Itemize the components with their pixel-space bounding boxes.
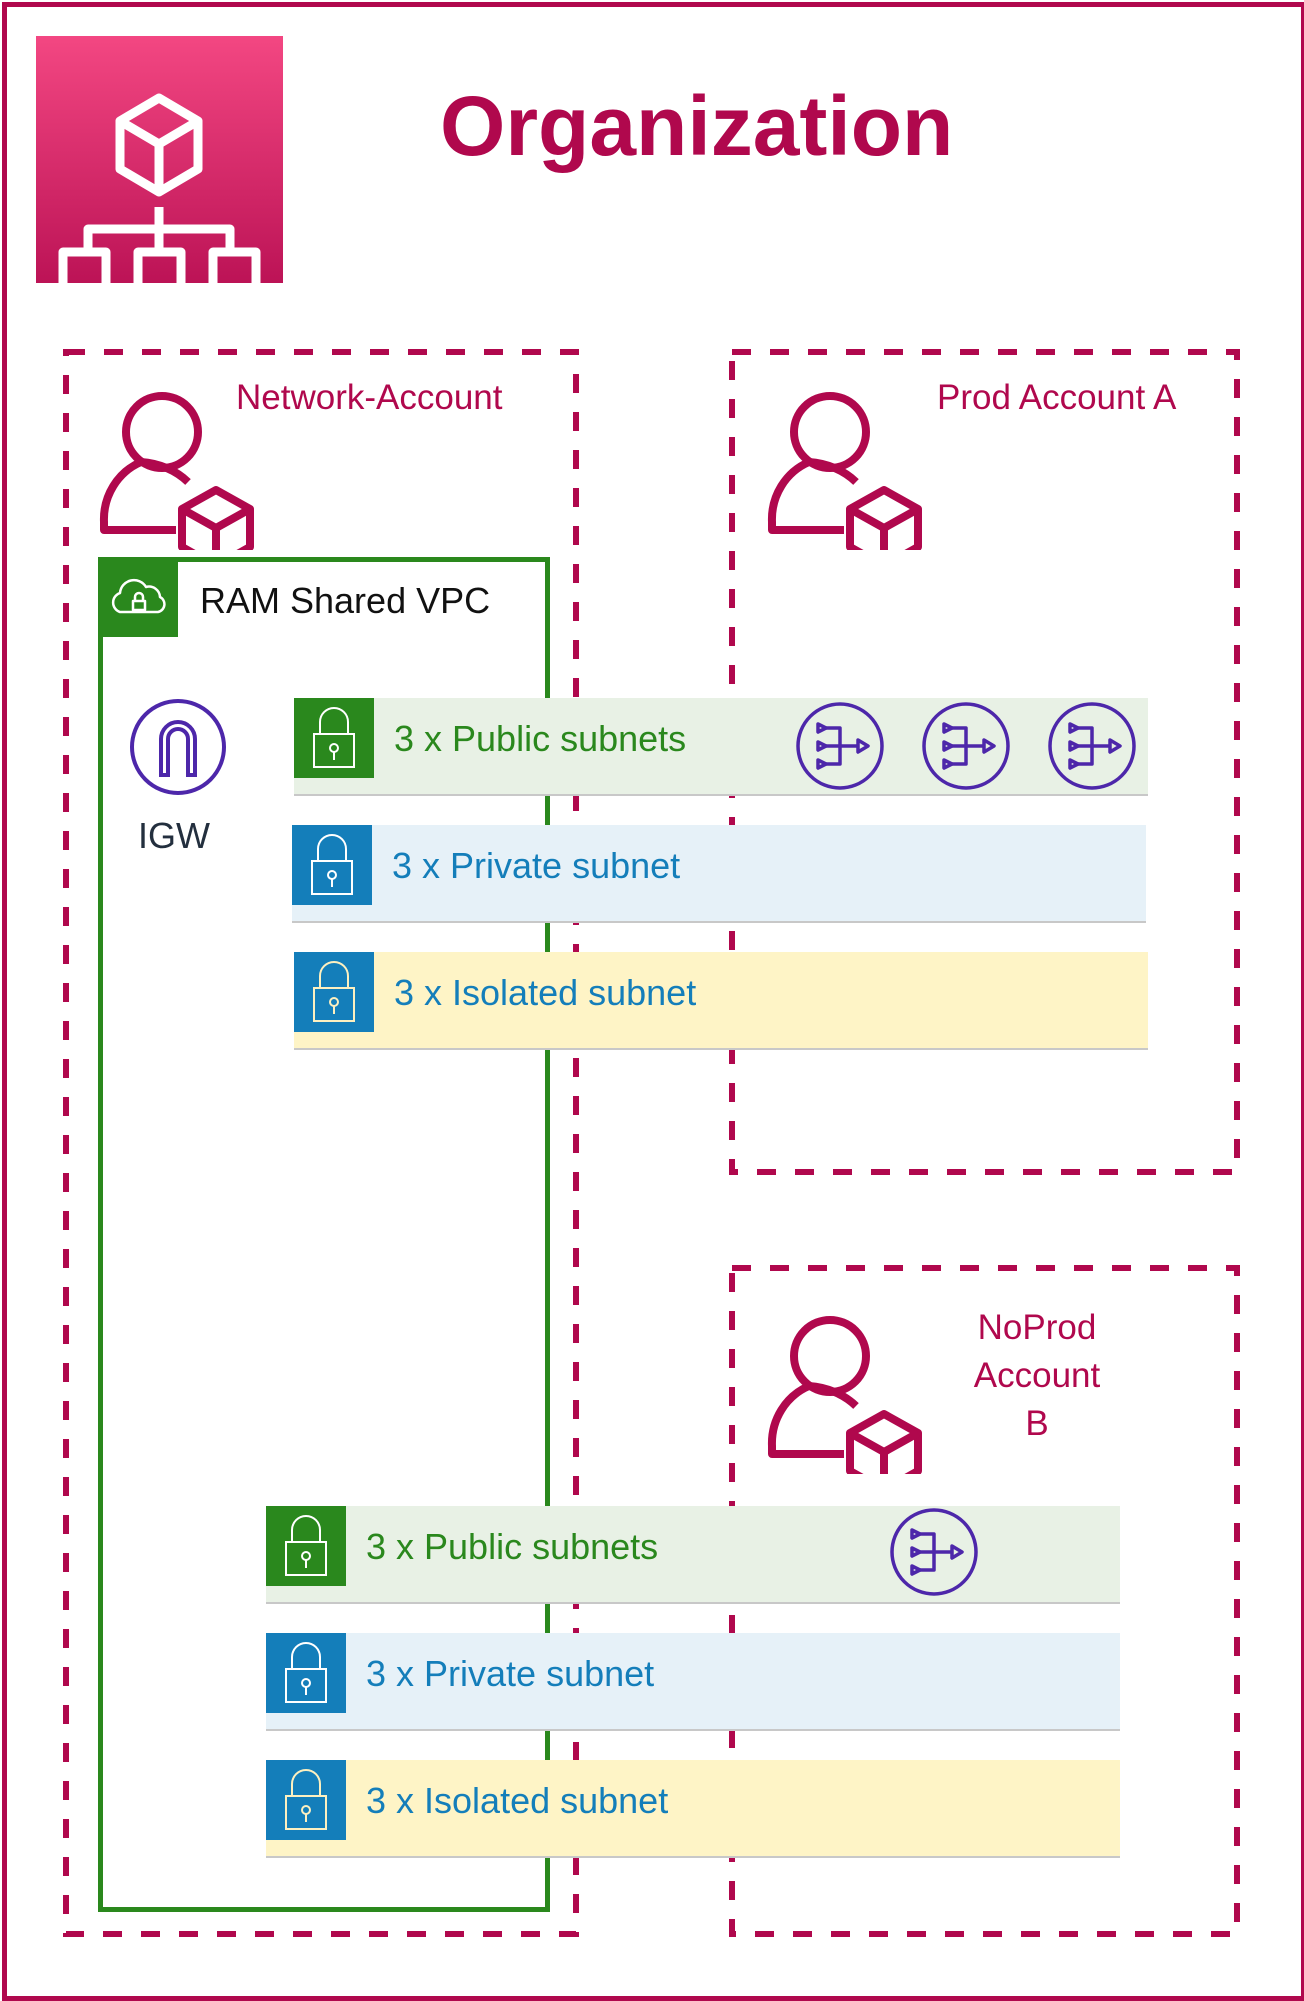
subnet-label: 3 x Public subnets (366, 1526, 659, 1567)
account-boundary (729, 1265, 1240, 1937)
subnet-lock-icon (266, 1760, 346, 1840)
account-icon (99, 392, 254, 550)
subnet-label: 3 x Private subnet (366, 1653, 655, 1694)
account-label: Prod Account A (937, 378, 1177, 417)
igw-label: IGW (138, 815, 210, 856)
vpc-boundary (98, 557, 550, 1912)
vpc-cloud-lock-icon (98, 557, 178, 637)
account-boundary (729, 349, 1240, 1175)
account-noprod-b: NoProd Account B (729, 1265, 1240, 1937)
account-icon (767, 1316, 922, 1474)
subnet-public-prod[interactable]: 3 x Public subnets (294, 698, 1148, 796)
organization-title: Organization (440, 79, 954, 173)
subnet-label: 3 x Isolated subnet (366, 1780, 669, 1821)
subnet-label: 3 x Public subnets (394, 718, 687, 759)
subnet-lock-icon (266, 1506, 346, 1586)
account-network: Network-Account (63, 349, 579, 1937)
subnet-isolated-prod[interactable]: 3 x Isolated subnet (294, 952, 1148, 1050)
internet-gateway-icon (130, 699, 226, 795)
account-icon (767, 392, 922, 550)
account-label-line: NoProd (977, 1308, 1097, 1347)
nat-gateway-icon (796, 702, 884, 790)
subnet-private-prod[interactable]: 3 x Private subnet (292, 825, 1146, 923)
subnet-private-noprod[interactable]: 3 x Private subnet (266, 1633, 1120, 1731)
account-label-line: Account B (973, 1356, 1101, 1443)
subnet-public-noprod[interactable]: 3 x Public subnets (266, 1506, 1120, 1604)
vpc-label: RAM Shared VPC (200, 580, 491, 621)
account-prod-a: Prod Account A (729, 349, 1240, 1175)
organizations-icon (36, 36, 283, 302)
account-label: NoProd Account B (962, 1304, 1112, 1448)
subnet-lock-icon (294, 952, 374, 1032)
nat-gateway-icon (890, 1508, 978, 1596)
subnet-label: 3 x Isolated subnet (394, 972, 697, 1013)
subnet-lock-icon (294, 698, 374, 778)
nat-gateway-icon (922, 702, 1010, 790)
account-label: Network-Account (236, 378, 503, 417)
subnet-label: 3 x Private subnet (392, 845, 681, 886)
subnet-lock-icon (292, 825, 372, 905)
subnet-lock-icon (266, 1633, 346, 1713)
nat-gateway-icon (1048, 702, 1136, 790)
account-boundary (63, 349, 579, 1937)
subnet-isolated-noprod[interactable]: 3 x Isolated subnet (266, 1760, 1120, 1858)
